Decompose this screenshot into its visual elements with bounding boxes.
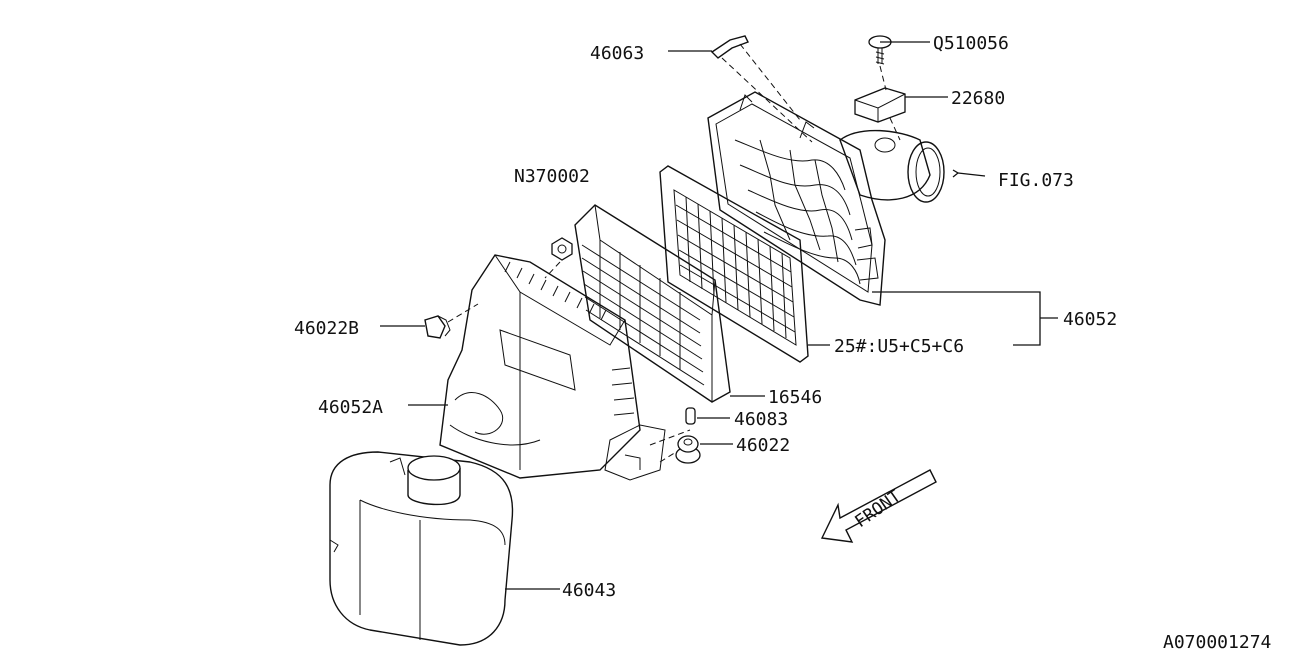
label-applicability: 25#:U5+C5+C6	[834, 336, 964, 357]
label-46083: 46083	[734, 409, 788, 430]
label-46043: 46043	[562, 580, 616, 601]
label-q510056: Q510056	[933, 33, 1009, 54]
label-46063: 46063	[590, 43, 644, 64]
label-n370002: N370002	[514, 166, 590, 187]
label-46052: 46052	[1063, 309, 1117, 330]
grommet-46022	[675, 435, 701, 464]
upper-air-cleaner-case	[707, 91, 945, 306]
label-46022b: 46022B	[294, 318, 359, 339]
bolt-46022b	[424, 315, 451, 339]
part-labels: 46063 Q510056 22680 FIG.073 N370002 4605…	[294, 33, 1271, 653]
label-46022: 46022	[736, 435, 790, 456]
pin-46083	[685, 407, 696, 425]
mesh-gasket	[659, 165, 809, 363]
resonator-chamber	[329, 451, 514, 646]
air-filter-element	[574, 204, 731, 403]
mass-air-flow-sensor	[854, 87, 906, 123]
label-16546: 16546	[768, 387, 822, 408]
label-22680: 22680	[951, 88, 1005, 109]
mesh-grid	[675, 196, 796, 339]
drawing-number: A070001274	[1163, 632, 1271, 653]
front-label: FRONT	[851, 486, 904, 532]
label-46052a: 46052A	[318, 397, 383, 418]
clip-46063	[710, 35, 749, 59]
leader-lines	[380, 41, 1058, 590]
bolt-q510056	[868, 35, 892, 65]
lower-air-cleaner-case	[439, 254, 666, 481]
label-fig073: FIG.073	[998, 170, 1074, 191]
nut-n370002	[551, 237, 573, 261]
front-direction-arrow: FRONT	[820, 469, 937, 543]
